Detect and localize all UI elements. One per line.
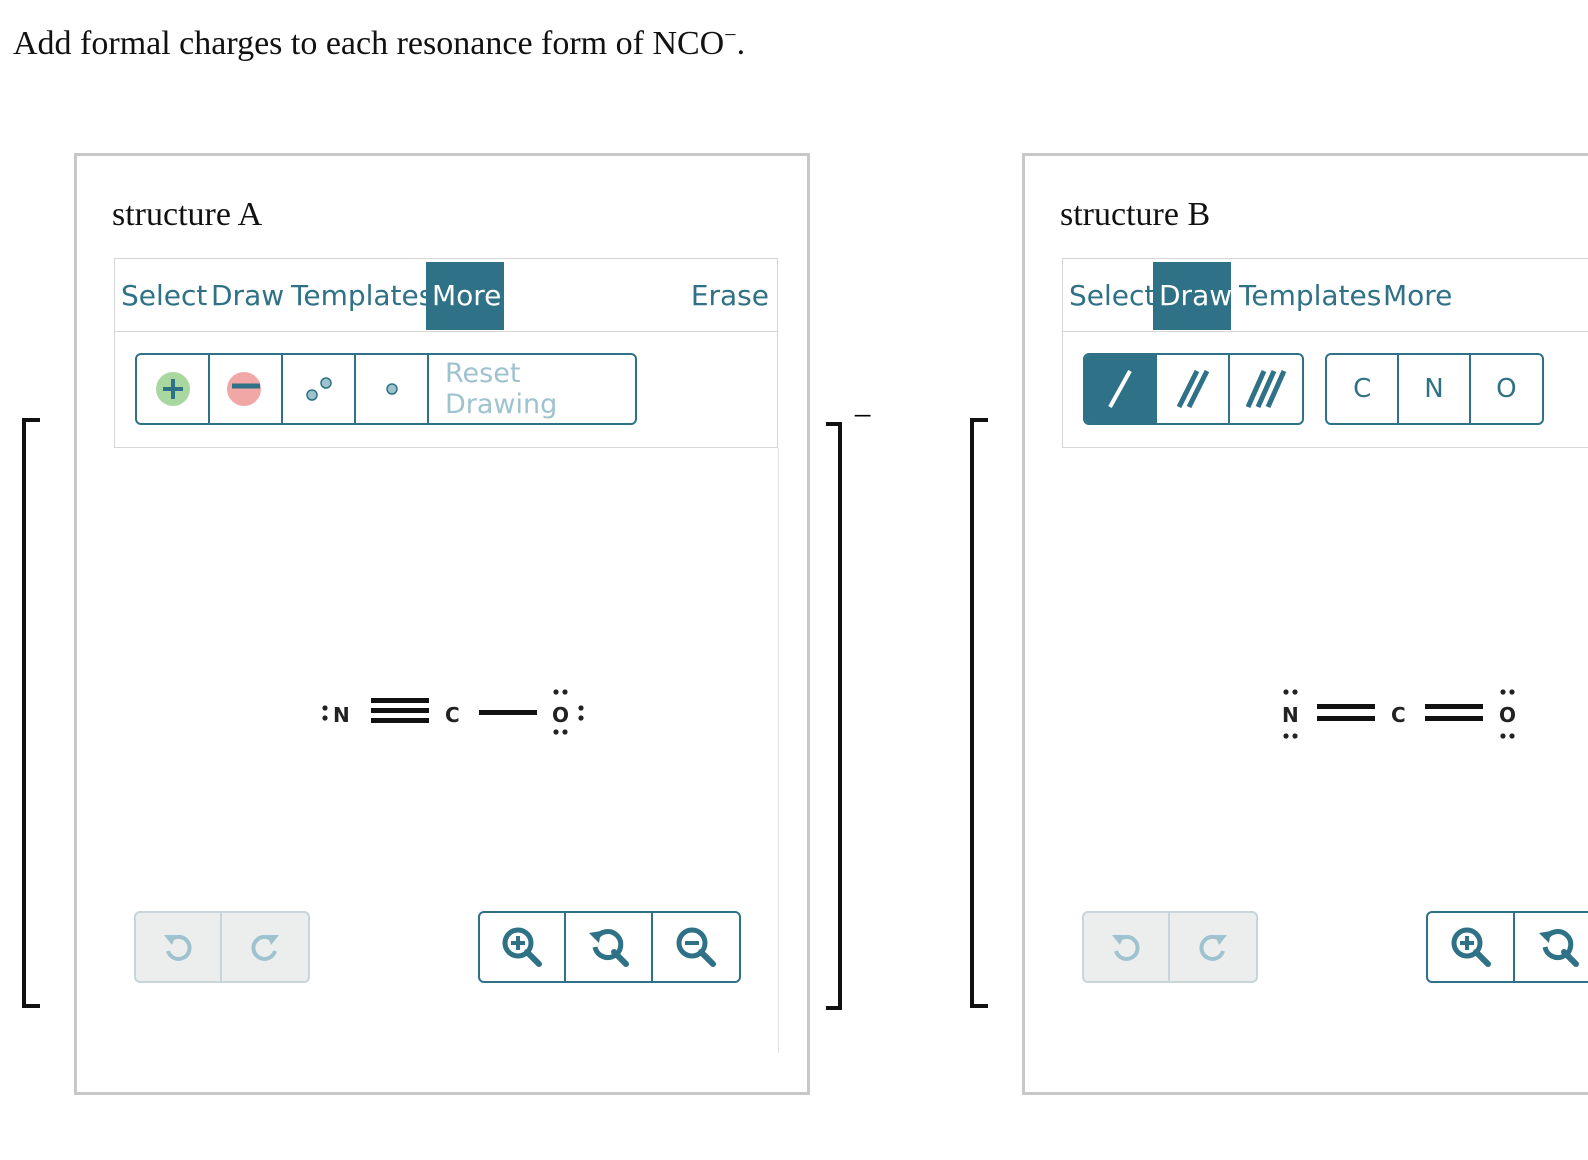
structure-b-tabbar: Select Draw Templates More bbox=[1062, 258, 1588, 332]
atom-o: O bbox=[552, 703, 569, 727]
zoom-out-button[interactable] bbox=[653, 913, 739, 981]
zoom-out-icon bbox=[676, 927, 716, 967]
question-superscript: − bbox=[724, 22, 737, 47]
structure-b-toolrow: C N O bbox=[1062, 332, 1588, 448]
radical-button[interactable] bbox=[356, 355, 429, 423]
zoom-in-button[interactable] bbox=[1428, 913, 1515, 981]
molecule-b[interactable]: N C O bbox=[1271, 676, 1531, 746]
tab-templates[interactable]: Templates bbox=[1239, 279, 1382, 312]
atom-n: N bbox=[1282, 703, 1299, 727]
structure-a-panel: structure A Select Draw Templates More E… bbox=[74, 153, 810, 1095]
left-bracket-b bbox=[970, 418, 988, 1008]
zoom-reset-icon bbox=[1538, 929, 1579, 967]
structure-a-toolrow: Reset Drawing bbox=[114, 332, 778, 448]
question-end: . bbox=[736, 25, 746, 62]
canvas-divider bbox=[778, 448, 779, 1053]
zoom-reset-button[interactable] bbox=[1515, 913, 1588, 981]
redo-icon bbox=[251, 934, 279, 961]
zoom-controls-b bbox=[1426, 911, 1588, 983]
redo-button[interactable] bbox=[1170, 913, 1256, 981]
erase-button[interactable]: Erase bbox=[690, 279, 769, 312]
tab-templates[interactable]: Templates bbox=[291, 279, 434, 312]
tab-select[interactable]: Select bbox=[1069, 279, 1156, 312]
double-bond-button[interactable] bbox=[1157, 355, 1230, 423]
structure-a-title: structure A bbox=[112, 196, 263, 233]
tab-draw[interactable]: Draw bbox=[1153, 262, 1232, 330]
bond-tools bbox=[1083, 353, 1304, 425]
tab-more[interactable]: More bbox=[426, 262, 504, 330]
triple-bond-button[interactable] bbox=[1230, 355, 1302, 423]
lone-pair-icon bbox=[305, 377, 332, 401]
undo-button[interactable] bbox=[136, 913, 222, 981]
right-bracket-a bbox=[826, 422, 842, 1010]
atom-c: C bbox=[445, 703, 460, 727]
question-text: Add formal charges to each resonance for… bbox=[13, 25, 725, 62]
structure-a-tabbar: Select Draw Templates More Erase bbox=[114, 258, 778, 332]
structure-b-panel: structure B Select Draw Templates More bbox=[1022, 153, 1588, 1095]
zoom-reset-button[interactable] bbox=[566, 913, 653, 981]
undo-icon bbox=[164, 934, 192, 961]
minus-icon bbox=[226, 372, 261, 406]
single-bond-icon bbox=[1108, 370, 1132, 408]
single-bond-button[interactable] bbox=[1085, 355, 1158, 423]
atom-n: N bbox=[333, 703, 350, 727]
element-n-button[interactable]: N bbox=[1399, 355, 1471, 423]
undo-button[interactable] bbox=[1084, 913, 1170, 981]
element-o-button[interactable]: O bbox=[1496, 374, 1517, 404]
zoom-in-button[interactable] bbox=[480, 913, 567, 981]
history-controls-a bbox=[134, 911, 310, 983]
zoom-in-icon bbox=[502, 927, 543, 967]
history-controls-b bbox=[1082, 911, 1258, 983]
molecule-a[interactable]: N C O bbox=[307, 676, 597, 746]
zoom-controls-a bbox=[478, 911, 741, 983]
element-c-button[interactable]: C bbox=[1327, 355, 1400, 423]
redo-icon bbox=[1199, 934, 1227, 961]
element-tools: C N O bbox=[1325, 353, 1544, 425]
plus-icon bbox=[155, 372, 190, 406]
lone-pair-button[interactable] bbox=[283, 355, 356, 423]
radical-icon bbox=[385, 383, 398, 395]
undo-icon bbox=[1112, 934, 1140, 961]
left-bracket-a bbox=[22, 418, 40, 1008]
triple-bond-icon bbox=[1245, 369, 1287, 409]
redo-button[interactable] bbox=[222, 913, 308, 981]
positive-charge-button[interactable] bbox=[137, 355, 210, 423]
question-prompt: Add formal charges to each resonance for… bbox=[13, 22, 745, 63]
tab-select[interactable]: Select bbox=[121, 279, 208, 312]
negative-charge-button[interactable] bbox=[210, 355, 283, 423]
bracket-charge: − bbox=[853, 398, 873, 435]
reset-drawing-button[interactable]: Reset Drawing bbox=[445, 358, 558, 420]
atom-c: C bbox=[1391, 703, 1406, 727]
atom-o: O bbox=[1499, 703, 1516, 727]
double-bond-icon bbox=[1176, 369, 1209, 409]
structure-b-title: structure B bbox=[1060, 196, 1211, 233]
zoom-in-icon bbox=[1451, 927, 1491, 967]
charge-tools: Reset Drawing bbox=[135, 353, 637, 425]
zoom-reset-icon bbox=[588, 929, 629, 967]
tab-more[interactable]: More bbox=[1383, 279, 1453, 312]
tab-draw[interactable]: Draw bbox=[211, 279, 285, 312]
